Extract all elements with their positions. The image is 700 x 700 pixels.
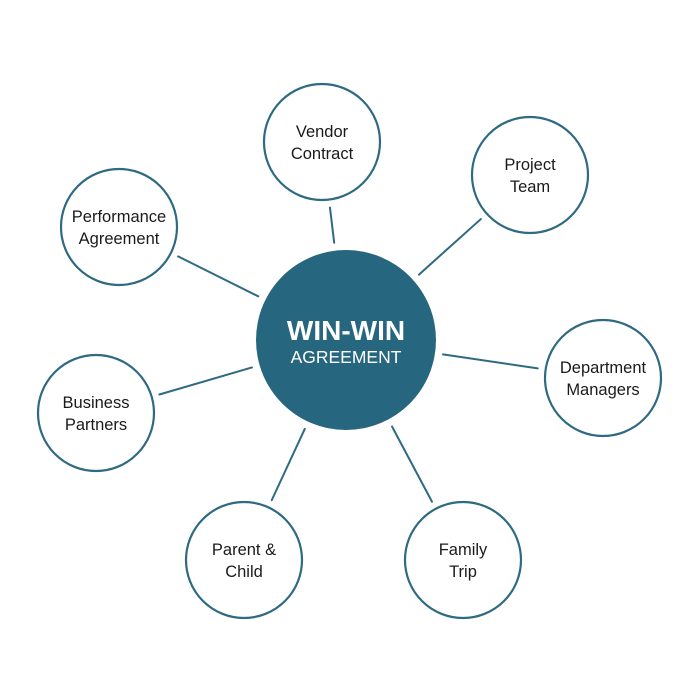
connector-performance-agreement [177,255,260,298]
node-circle-business-partners [36,353,156,473]
node-label-family-trip-line2: Trip [449,563,477,581]
hub-circle [256,250,436,430]
node-label-family-trip-line1: Family [439,541,488,559]
node-label-project-team-line2: Team [510,178,550,196]
hub-subtitle: AGREEMENT [291,347,402,367]
node-circle-department-managers [543,318,663,438]
node-label-parent-child-line1: Parent & [212,541,276,559]
connector-project-team [417,218,482,276]
node-label-department-managers-line1: Department [560,359,647,377]
node-label-performance-agreement-line2: Agreement [79,230,160,248]
connector-department-managers [441,353,539,370]
node-label-business-partners-line1: Business [63,394,130,412]
node-circle-parent-child [184,500,304,620]
connector-parent-child [270,427,306,502]
node-circle-vendor-contract [262,82,382,202]
node-label-project-team-line1: Project [504,156,556,174]
node-parent-child: Parent & Child [184,500,304,620]
node-circle-performance-agreement [59,167,179,287]
hub-title: WIN-WIN [287,315,405,346]
outer-nodes: VendorContractProjectTeamDepartmentManag… [36,82,663,620]
connector-vendor-contract [328,206,336,244]
node-label-performance-agreement-line1: Performance [72,208,166,226]
node-label-business-partners-line2: Partners [65,416,127,434]
node-label-parent-child-line2: Child [225,563,263,581]
node-circle-project-team [470,115,590,235]
node-label-vendor-contract-line2: Contract [291,145,354,163]
node-circle-family-trip [403,500,523,620]
connector-business-partners [158,366,253,396]
connector-lines [158,206,539,503]
central-hub: WIN-WIN AGREEMENT [256,250,436,430]
node-label-vendor-contract-line1: Vendor [296,123,349,141]
connector-family-trip [391,425,434,503]
node-label-department-managers-line2: Managers [566,381,639,399]
